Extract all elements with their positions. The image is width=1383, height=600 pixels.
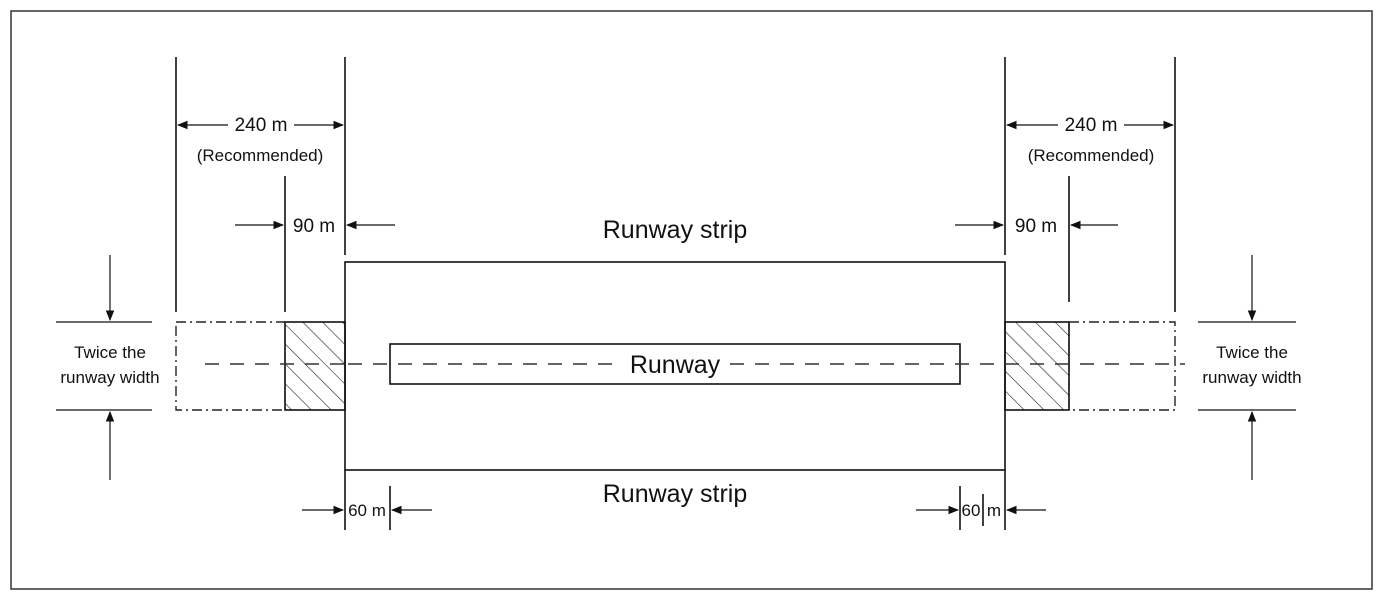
twice-right-label-line1: Twice the — [1216, 343, 1288, 362]
dim-60-left-label: 60 m — [348, 501, 386, 520]
dim-60-right-label-b: m — [987, 501, 1001, 520]
right-recommended-resa-outline — [1068, 321, 1176, 411]
dim-90-left-label: 90 m — [293, 216, 335, 237]
twice-right-label-line2: runway width — [1202, 368, 1301, 387]
left-resa-hatched-area — [284, 321, 346, 411]
dim-90-right-label: 90 m — [1015, 216, 1057, 237]
twice-left-label-line1: Twice the — [74, 343, 146, 362]
dim-240-left-label: 240 m — [235, 115, 288, 136]
twice-left-label-line2: runway width — [60, 368, 159, 387]
runway-strip-top-label: Runway strip — [603, 216, 748, 244]
outer-frame — [10, 10, 1373, 590]
left-recommended-resa-outline — [175, 321, 286, 411]
dim-60-right-label-a: 60 — [962, 501, 981, 520]
recommended-left-label: (Recommended) — [197, 146, 324, 165]
recommended-right-label: (Recommended) — [1028, 146, 1155, 165]
dim-240-right-label: 240 m — [1065, 115, 1118, 136]
right-resa-hatched-area — [1004, 321, 1070, 411]
runway-label: Runway — [630, 351, 721, 379]
runway-strip-bottom-label: Runway strip — [603, 480, 748, 508]
